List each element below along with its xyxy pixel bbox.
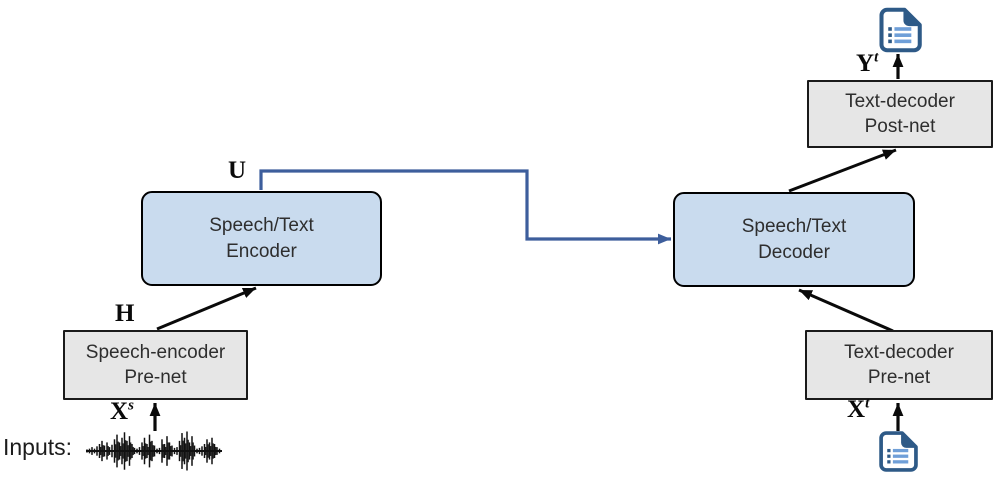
arrow-decoder-to-postnet: [788, 148, 897, 193]
node-text-decoder-prenet: Text-decoder Pre-net: [805, 330, 993, 400]
arrow-prenet-to-encoder: [156, 286, 257, 331]
node-speech-text-decoder: Speech/Text Decoder: [673, 192, 915, 287]
label-Xt: Xt: [847, 395, 870, 423]
waveform-icon: [85, 429, 225, 473]
node-speech-encoder-prenet: Speech-encoder Pre-net: [63, 330, 248, 400]
output-document-icon: [877, 7, 922, 53]
node-label: Speech/Text Decoder: [741, 216, 847, 263]
input-document-icon: [877, 431, 918, 472]
label-Xs: Xs: [110, 397, 134, 425]
node-speech-text-encoder: Speech/Text Encoder: [141, 191, 382, 286]
label-H: H: [115, 300, 135, 327]
node-label: Text-decoder Pre-net: [844, 341, 954, 388]
node-label: Text-decoder Post-net: [845, 90, 955, 137]
node-text-decoder-postnet: Text-decoder Post-net: [807, 80, 993, 148]
label-U: U: [228, 157, 247, 184]
node-label: Speech/Text Encoder: [209, 215, 314, 262]
label-Yt: Yt: [856, 49, 879, 77]
inputs-label: Inputs:: [3, 434, 73, 460]
node-label: Speech-encoder Pre-net: [85, 341, 226, 388]
arrow-textprenet-to-decoder: [798, 288, 894, 333]
